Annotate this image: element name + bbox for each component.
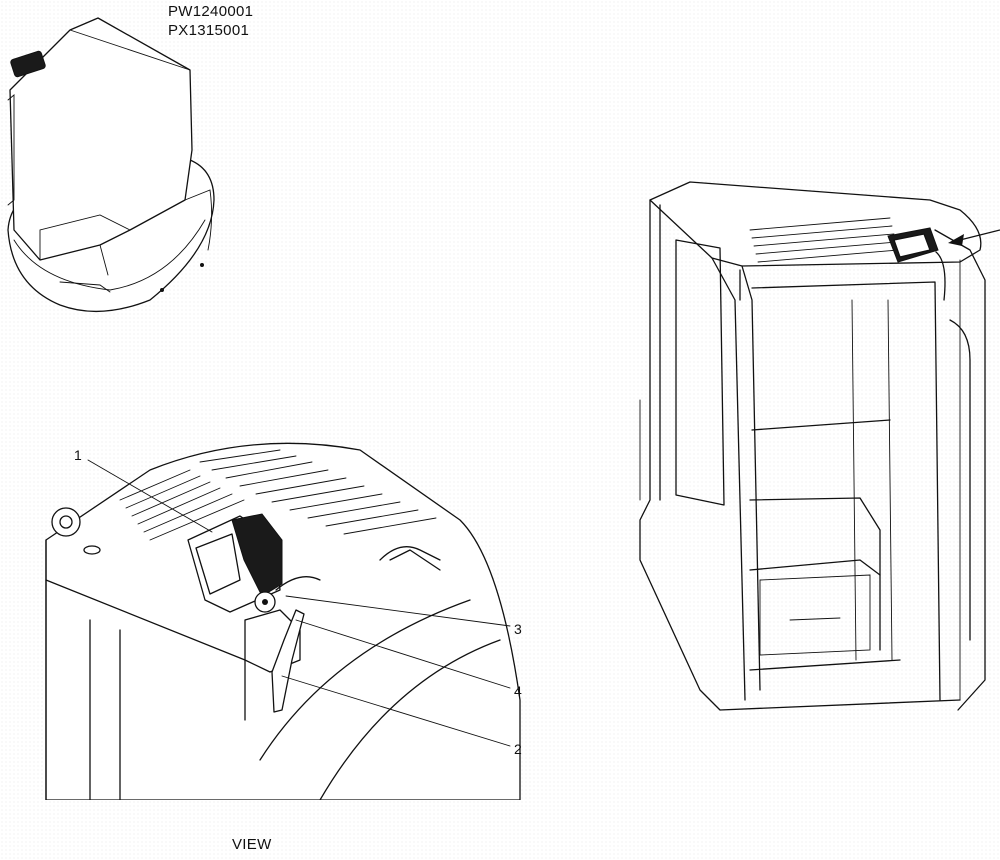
callout-1: 1	[74, 447, 82, 463]
callout-4: 4	[514, 683, 522, 699]
detail-view-drawing	[45, 442, 521, 800]
serial-number-block: PW1240001 PX1315001	[168, 2, 253, 40]
thumbnail-light-icon	[10, 50, 46, 78]
serial-number-2: PX1315001	[168, 22, 250, 39]
machine-thumbnail-icon	[7, 17, 215, 313]
serial-number-1: PW1240001	[168, 3, 254, 20]
work-light-icon	[187, 513, 283, 613]
callout-3: 3	[514, 621, 522, 637]
cab-work-light-icon	[887, 227, 939, 263]
view-direction-arrow-icon	[948, 229, 1000, 246]
view-label: VIEW	[232, 836, 272, 853]
callout-2: 2	[514, 741, 522, 757]
